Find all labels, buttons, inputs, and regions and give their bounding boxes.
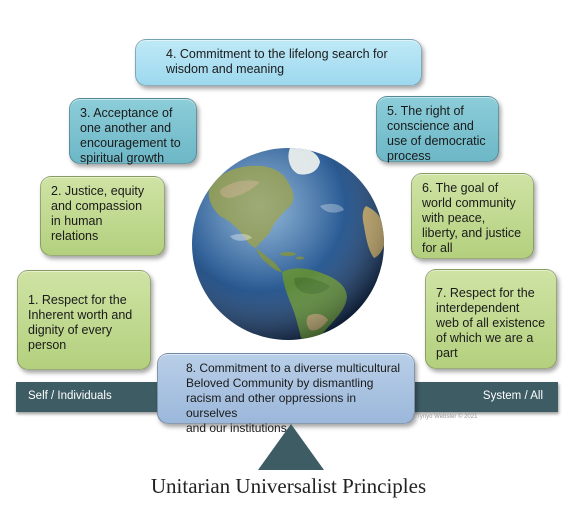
principle-5-box: 5. The right of conscience and use of de… bbox=[376, 96, 499, 163]
principle-3-box: 3. Acceptance of one another and encoura… bbox=[69, 98, 197, 165]
principle-8-box: 8. Commitment to a diverse multicultural… bbox=[157, 353, 415, 435]
principle-6-box: 6. The goal of world community with peac… bbox=[411, 173, 534, 259]
credit-text: ©Tynyo Webster © 2021 bbox=[412, 414, 478, 420]
principle-7-box: 7. Respect for the interdependent web of… bbox=[425, 269, 557, 369]
principle-1-box: 1. Respect for the Inherent worth and di… bbox=[17, 270, 151, 370]
beam-right-label: System / All bbox=[482, 390, 543, 402]
globe-image bbox=[192, 148, 384, 340]
fulcrum-triangle bbox=[258, 424, 324, 470]
diagram-title: Unitarian Universalist Principles bbox=[150, 474, 427, 498]
principle-2-box: 2. Justice, equity and compassion in hum… bbox=[40, 176, 165, 256]
principle-4-box: 4. Commitment to the lifelong search for… bbox=[135, 39, 422, 86]
beam-left-label: Self / Individuals bbox=[28, 390, 112, 402]
